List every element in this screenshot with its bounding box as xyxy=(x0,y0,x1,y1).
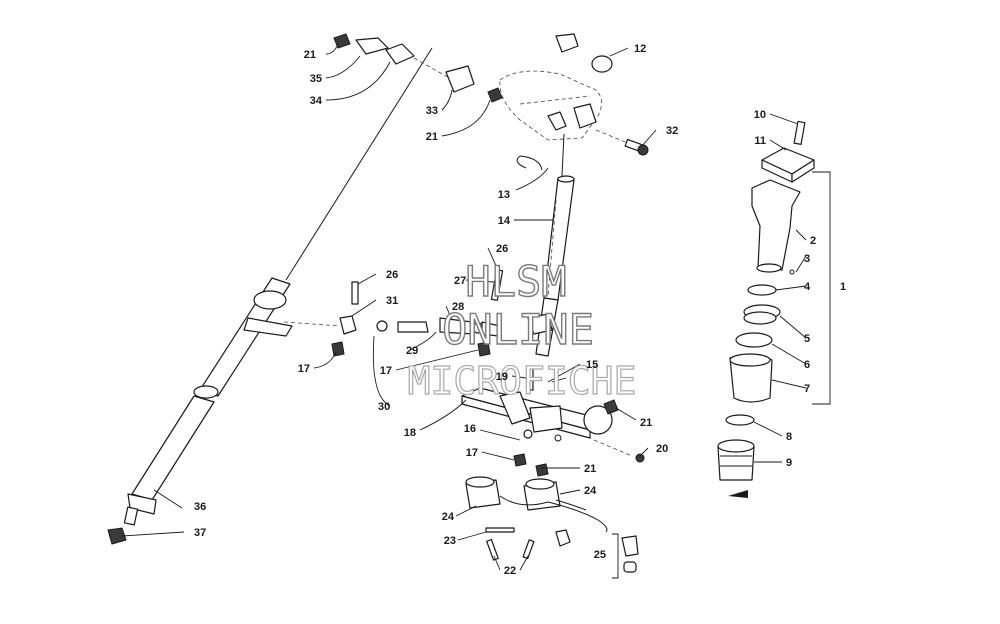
watermark-line-2: ONLINE xyxy=(442,305,594,354)
callout-24: 24 xyxy=(442,511,455,523)
callout-18: 18 xyxy=(404,427,416,439)
watermark: HLSM ONLINE MICROFICHE xyxy=(407,256,637,403)
callout-19: 19 xyxy=(496,371,508,383)
callout-21: 21 xyxy=(584,463,596,475)
callout-25: 25 xyxy=(594,549,606,561)
callout-17: 17 xyxy=(380,365,392,377)
callout-23: 23 xyxy=(444,535,456,547)
callout-2: 2 xyxy=(810,235,816,247)
callout-12: 12 xyxy=(634,43,646,55)
callout-37: 37 xyxy=(194,527,206,539)
bolt-32 xyxy=(595,129,649,156)
callout-31: 31 xyxy=(386,295,398,307)
watermark-line-3: MICROFICHE xyxy=(408,359,637,403)
callout-4: 4 xyxy=(804,281,811,293)
cross-shaft-18 xyxy=(461,367,645,463)
callout-11: 11 xyxy=(754,135,766,147)
callout-26: 26 xyxy=(386,269,398,281)
callout-33: 33 xyxy=(426,105,438,117)
callout-1: 1 xyxy=(840,281,846,293)
callout-9: 9 xyxy=(786,457,792,469)
callout-15: 15 xyxy=(586,359,598,371)
callout-17: 17 xyxy=(466,447,478,459)
callout-14: 14 xyxy=(498,215,511,227)
steering-shaft xyxy=(107,47,433,545)
steering-post-14 xyxy=(535,175,575,357)
watermark-line-1: HLSM xyxy=(465,257,566,306)
upper-tie-rod-parts xyxy=(333,33,503,103)
lower-sensors xyxy=(465,453,639,579)
callout-21: 21 xyxy=(426,131,438,143)
callout-13: 13 xyxy=(498,189,510,201)
callout-21: 21 xyxy=(304,49,316,61)
leader-lines xyxy=(121,43,807,571)
callout-5: 5 xyxy=(804,333,810,345)
callout-26: 26 xyxy=(496,243,508,255)
callout-20: 20 xyxy=(656,443,668,455)
clip-13 xyxy=(516,155,543,171)
callout-29: 29 xyxy=(406,345,418,357)
callout-7: 7 xyxy=(804,383,810,395)
callout-6: 6 xyxy=(804,359,810,371)
callout-8: 8 xyxy=(786,431,792,443)
callout-16: 16 xyxy=(464,423,476,435)
callout-21: 21 xyxy=(640,417,652,429)
callout-17: 17 xyxy=(298,363,310,375)
callout-30: 30 xyxy=(378,401,390,413)
callout-35: 35 xyxy=(310,73,322,85)
callout-27: 27 xyxy=(454,275,466,287)
callout-34: 34 xyxy=(310,95,323,107)
callout-32: 32 xyxy=(666,125,678,137)
callouts: 21 35 34 33 21 12 32 13 14 26 26 31 27 2… xyxy=(194,43,846,577)
column-assembly xyxy=(717,120,831,498)
mid-linkage xyxy=(283,269,553,357)
callout-3: 3 xyxy=(804,253,810,265)
callout-24: 24 xyxy=(584,485,597,497)
callout-22: 22 xyxy=(504,565,516,577)
callout-36: 36 xyxy=(194,501,206,513)
callout-28: 28 xyxy=(452,301,464,313)
steering-bracket xyxy=(499,33,613,177)
callout-10: 10 xyxy=(754,109,766,121)
